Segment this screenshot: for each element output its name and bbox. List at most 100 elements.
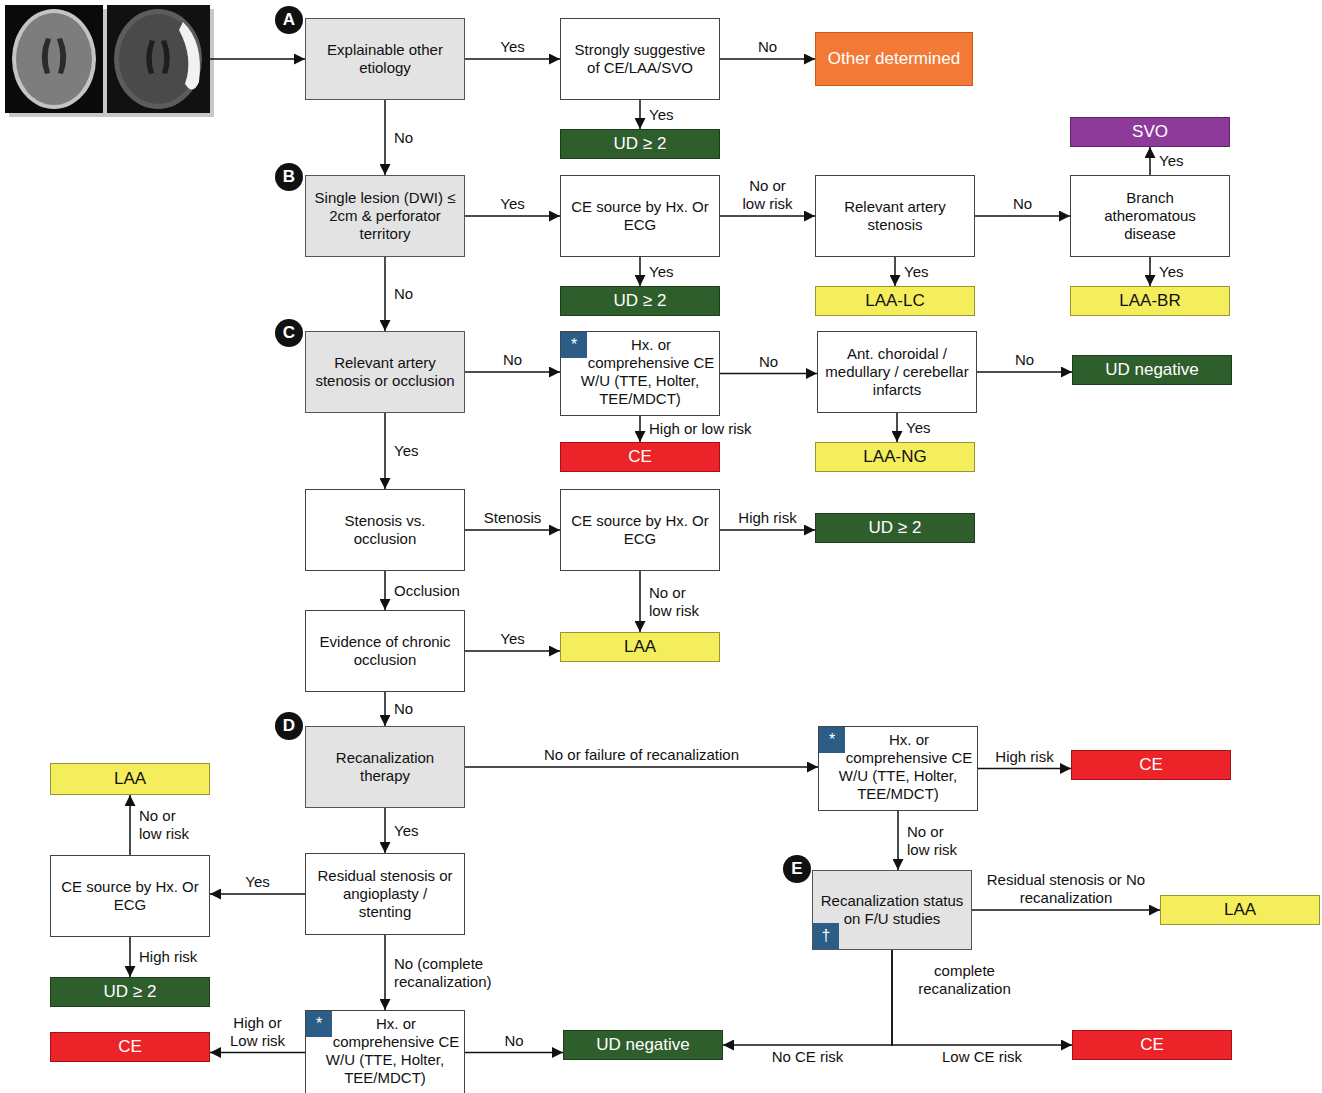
flow-arrow bbox=[210, 1052, 305, 1054]
outcome-box: CE bbox=[50, 1032, 210, 1062]
dwi-brain bbox=[114, 9, 202, 109]
edge-label: No bbox=[502, 1032, 525, 1050]
ct-brain bbox=[16, 13, 92, 105]
process-box: Residual stenosis or angioplasty / stent… bbox=[305, 853, 465, 935]
note-badge: * bbox=[306, 1011, 332, 1037]
process-box: Strongly suggestive of CE/LAA/SVO bbox=[560, 18, 720, 100]
node-text-area: UD ≥ 2 bbox=[816, 516, 974, 540]
outcome-box: UD ≥ 2 bbox=[815, 513, 975, 543]
flow-arrow bbox=[384, 692, 386, 726]
flow-arrow bbox=[720, 58, 815, 60]
edge-label: Residual stenosis or No recanalization bbox=[984, 871, 1148, 907]
outcome-box: UD ≥ 2 bbox=[560, 129, 720, 159]
flow-arrow bbox=[894, 257, 896, 286]
edge-label: Yes bbox=[498, 195, 526, 213]
edge-label: Yes bbox=[902, 263, 930, 281]
node-text: CE bbox=[567, 447, 713, 467]
node-text: UD ≥ 2 bbox=[822, 518, 968, 538]
outcome-box: UD negative bbox=[1072, 355, 1232, 385]
node-text: Branch atheromatous disease bbox=[1081, 189, 1219, 243]
edge-label: Stenosis bbox=[482, 509, 544, 527]
outcome-box: UD ≥ 2 bbox=[560, 286, 720, 316]
flow-arrow bbox=[129, 795, 131, 855]
process-box: Hx. or comprehensive CE W/U (TTE, Holter… bbox=[818, 726, 978, 811]
node-text: CE bbox=[1078, 755, 1224, 775]
outcome-box: CE bbox=[1071, 750, 1231, 780]
edge-label: No bbox=[392, 700, 415, 718]
node-text: Hx. or comprehensive CE W/U (TTE, Holter… bbox=[310, 1015, 460, 1087]
decision-box: Recanalization status on F/U studies† bbox=[812, 870, 972, 950]
node-text: LAA bbox=[567, 637, 713, 657]
node-text-area: LAA-LC bbox=[816, 289, 974, 313]
node-text-area: Other determined bbox=[816, 47, 972, 71]
node-text: UD ≥ 2 bbox=[567, 291, 713, 311]
process-box: Ant. choroidal / medullary / cerebellar … bbox=[817, 331, 977, 413]
node-text: CE bbox=[1079, 1035, 1225, 1055]
edge-label: Low CE risk bbox=[940, 1048, 1024, 1066]
callout-letter: D bbox=[275, 712, 303, 740]
node-text: Single lesion (DWI) ≤ 2cm & perforator t… bbox=[312, 189, 458, 243]
flow-arrow bbox=[639, 416, 641, 442]
flow-arrow bbox=[465, 650, 560, 652]
flow-arrow bbox=[639, 100, 641, 129]
process-box: CE source by Hx. Or ECG bbox=[50, 855, 210, 937]
edge-label: High risk bbox=[736, 509, 798, 527]
flow-arrow bbox=[723, 950, 892, 1045]
node-text: Stenosis vs. occlusion bbox=[312, 512, 458, 548]
node-text-area: LAA bbox=[1161, 898, 1319, 922]
edge-label: Yes bbox=[498, 630, 526, 648]
flow-arrow bbox=[639, 571, 641, 632]
edge-label: No bbox=[1013, 351, 1036, 369]
decision-box: Explainable other etiology bbox=[305, 18, 465, 100]
node-text-area: LAA bbox=[51, 767, 209, 791]
node-text: Residual stenosis or angioplasty / stent… bbox=[316, 867, 454, 921]
outcome-box: CE bbox=[560, 442, 720, 472]
node-text: Explainable other etiology bbox=[312, 41, 458, 77]
outcome-box: UD ≥ 2 bbox=[50, 977, 210, 1007]
flow-arrow bbox=[465, 766, 818, 768]
process-box: Hx. or comprehensive CE W/U (TTE, Holter… bbox=[305, 1010, 465, 1093]
node-text: Hx. or comprehensive CE W/U (TTE, Holter… bbox=[823, 731, 973, 803]
edge-label: High or low risk bbox=[647, 420, 754, 438]
edge-label: High risk bbox=[993, 748, 1055, 766]
node-text: CE bbox=[57, 1037, 203, 1057]
flow-arrow bbox=[384, 413, 386, 489]
node-text: Other determined bbox=[822, 49, 966, 69]
image-arrow bbox=[210, 58, 305, 60]
node-text-area: Recanalization therapy bbox=[306, 747, 464, 787]
flow-arrow bbox=[1149, 147, 1151, 175]
outcome-box: LAA bbox=[560, 632, 720, 662]
flow-arrow bbox=[892, 950, 1072, 1045]
node-text: Strongly suggestive of CE/LAA/SVO bbox=[567, 41, 713, 77]
node-text: LAA bbox=[57, 769, 203, 789]
node-text: Relevant artery stenosis or occlusion bbox=[312, 354, 458, 390]
process-box: CE source by Hx. Or ECG bbox=[560, 175, 720, 257]
node-text-area: Single lesion (DWI) ≤ 2cm & perforator t… bbox=[306, 187, 464, 245]
node-text-area: Stenosis vs. occlusion bbox=[306, 510, 464, 550]
flow-arrow bbox=[384, 935, 386, 1010]
outcome-box: LAA bbox=[1160, 895, 1320, 925]
edge-label: Yes bbox=[904, 419, 932, 437]
edge-label: No (complete recanalization) bbox=[392, 955, 506, 991]
edge-label: High risk bbox=[137, 948, 199, 966]
edge-label: No or failure of recanalization bbox=[542, 746, 741, 764]
flow-arrow bbox=[465, 529, 560, 531]
node-text-area: Evidence of chronic occlusion bbox=[306, 631, 464, 671]
note-badge: * bbox=[819, 727, 845, 753]
node-text-area: UD ≥ 2 bbox=[51, 980, 209, 1004]
process-box: Evidence of chronic occlusion bbox=[305, 610, 465, 692]
decision-box: Recanalization therapy bbox=[305, 726, 465, 808]
flow-arrow bbox=[896, 413, 898, 442]
edge-label: No bbox=[501, 351, 524, 369]
node-text-area: Relevant artery stenosis or occlusion bbox=[306, 352, 464, 392]
outcome-box: LAA-LC bbox=[815, 286, 975, 316]
flow-arrow bbox=[384, 808, 386, 853]
node-text: Recanalization status on F/U studies bbox=[819, 892, 965, 928]
flow-arrow bbox=[978, 768, 1071, 770]
dwi-ventricle bbox=[161, 40, 170, 74]
edge-label: Yes bbox=[392, 442, 420, 460]
node-text: Evidence of chronic occlusion bbox=[312, 633, 458, 669]
node-text: LAA-NG bbox=[822, 447, 968, 467]
edge-label: Yes bbox=[498, 38, 526, 56]
